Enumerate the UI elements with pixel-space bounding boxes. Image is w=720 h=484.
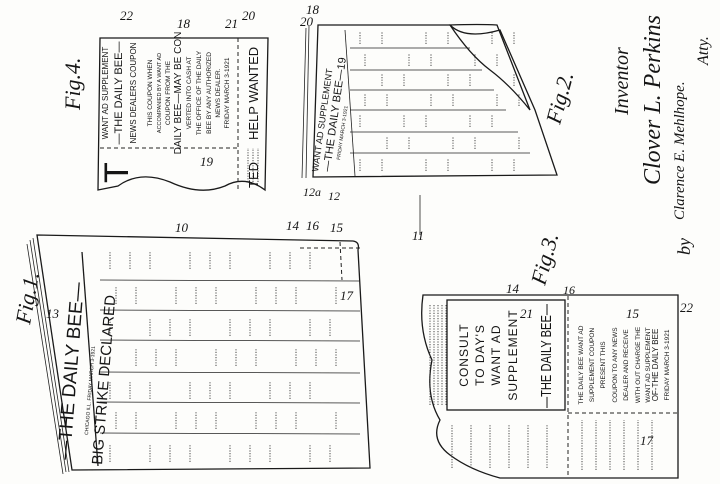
fig1-coupon-dashed-line-vertical: [339, 241, 343, 281]
fig3-coupon-text: THE DAILY BEE WANT AD SUPPLEMENT COUPON PR…: [578, 325, 671, 470]
fig1-columns: [99, 241, 362, 462]
fig1-ref-13: 13: [46, 306, 60, 321]
fig1-header-rule: [81, 251, 99, 467]
fig4-coupon-line: NEWS DEALERS COUPON: [129, 42, 138, 143]
fig1-ref-14: 14: [286, 218, 300, 233]
fig3-ref-21: 21: [520, 306, 533, 321]
fig4-coupon-line: —THE DAILY BEE—: [113, 42, 125, 145]
fig4-coupon-line: NEWS DEALER.: [215, 68, 222, 117]
fig4-ref-22: 22: [120, 8, 134, 23]
fig3-box-line: SUPPLEMENT: [506, 309, 520, 400]
fig2-ref-20: 20: [300, 14, 314, 29]
fig1-ref-17: 17: [340, 288, 354, 303]
fig1-column-rule: [99, 432, 361, 435]
fig4-ref-20: 20: [242, 8, 256, 23]
fig2-label: Fig.2.: [540, 69, 578, 127]
fig3-coupon-line: WITH OUT CHARGE THE: [635, 326, 642, 403]
fig3-ref-17: 17: [640, 433, 654, 448]
attorney-name: Clarence E. Mehlhope.: [672, 81, 688, 220]
by-text: by: [674, 238, 694, 255]
inventor-name: Clover L. Perkins: [640, 15, 666, 185]
fig3-coupon-line: WANT AD SUPPLEMENT: [645, 327, 652, 402]
fig4-ted-fragment: TED: [246, 162, 261, 188]
fig4-coupon-line: FRIDAY MARCH 3-1921: [224, 57, 231, 128]
fig3-coupon-line: PRESENT THIS: [600, 341, 607, 389]
fig1-ref-10: 10: [175, 220, 189, 235]
fig4-help-wanted: HELP WANTED: [246, 47, 261, 140]
fig4-coupon-line: WANT AD SUPPLEMENT: [101, 47, 110, 140]
fig3-ref-14: 14: [506, 281, 520, 296]
fig4-coupon-line: ACCOMPANIED BY A WANT AD: [157, 53, 163, 133]
fig2-page-outline: [312, 24, 558, 178]
fig3-coupon-line: SUPPLEMENT COUPON: [589, 328, 596, 403]
fig4-coupon-line: COUPON FROM THE: [165, 60, 172, 125]
fig4-label: Fig.4.: [60, 57, 85, 111]
fig2-newspaper-with-supplement: WANT AD SUPPLEMENT —THE DAILY BEE—19 FRI…: [300, 2, 578, 243]
fig4-coupon-line: THE OFFICE OF THE DAILY: [196, 50, 203, 135]
fig3-ref-16: 16: [563, 283, 575, 297]
fig3-coupon-line: DEALER AND RECEIVE: [623, 329, 630, 401]
fig3-coupon-line: OF-THE DAILY BEE: [651, 329, 660, 402]
fig1-column-rule: [99, 279, 361, 282]
inventor-title: Inventor: [611, 47, 633, 116]
fig2-ref-18: 18: [306, 2, 320, 17]
fig1-column-rule: [99, 339, 361, 342]
fig4-coupon-line: BEE BY ANY AUTHORIZED: [206, 52, 213, 134]
fig4-coupon-line: VERTED INTO CASH AT: [186, 57, 193, 130]
fig4-ref-21: 21: [225, 16, 238, 31]
fig3-coupon-line: THE DAILY BEE WANT AD: [578, 325, 585, 404]
fig1-column-rule: [99, 401, 361, 404]
fig2-header-rule: [344, 29, 356, 177]
fig1-ref-15: 15: [330, 220, 344, 235]
fig1-page-outline: [36, 234, 371, 471]
fig1-ref-16: 16: [306, 218, 320, 233]
fig4-outline: [97, 37, 269, 192]
fig1-newspaper: —THE DAILY BEE— CHICAGO ILL. FRIDAY MARC…: [10, 218, 371, 475]
fig1-column-rule: [99, 371, 361, 374]
atty-label: Atty.: [695, 36, 712, 66]
fig3-ref-22: 22: [680, 300, 694, 315]
fig1-column-rule: [99, 309, 361, 312]
fig3-label: Fig.3.: [525, 230, 563, 288]
fig4-big-letter: T: [98, 162, 136, 183]
fig2-ref-12: 12: [328, 189, 340, 203]
fig2-ref-11: 11: [412, 228, 424, 243]
fig4-coupon-clipping: WANT AD SUPPLEMENT—THE DAILY BEE— NEWS DE…: [60, 8, 269, 192]
fig4-ref-19: 19: [200, 154, 214, 169]
fig1-stacked-pages: [26, 237, 70, 475]
fig2-curled-corner: [448, 23, 531, 111]
fig2-ref-12a: 12a: [303, 185, 321, 199]
fig3-consult-box: [446, 299, 566, 411]
fig3-box-line: WANT AD: [489, 324, 503, 385]
fig3-outline: [421, 294, 679, 479]
fig4-coupon-line: DAILY BEE—MAY BE CON: [173, 32, 184, 155]
fig4-coupon-line: THIS COUPON WHEN: [147, 59, 154, 126]
fig4-coupon-text: WANT AD SUPPLEMENT—THE DAILY BEE— NEWS DE…: [101, 32, 259, 182]
fig3-box-line: TO DAY'S: [473, 324, 487, 386]
fig3-coupon-line: FRIDAY MARCH 3-1921: [664, 329, 671, 400]
fig3-masthead: —THE DAILY BEE—: [538, 304, 555, 408]
fig2-stacked-pages: [301, 25, 310, 179]
fig3-coupon-line: COUPON TO ANY NEWS: [612, 327, 619, 403]
signature-block: Inventor Clover L. Perkins by Clarence E…: [611, 15, 712, 255]
fig4-ref-18: 18: [177, 16, 191, 31]
fig3-ref-15: 15: [626, 306, 640, 321]
fig3-box-line: CONSULT: [457, 323, 471, 386]
fig2-columns: [350, 32, 530, 171]
